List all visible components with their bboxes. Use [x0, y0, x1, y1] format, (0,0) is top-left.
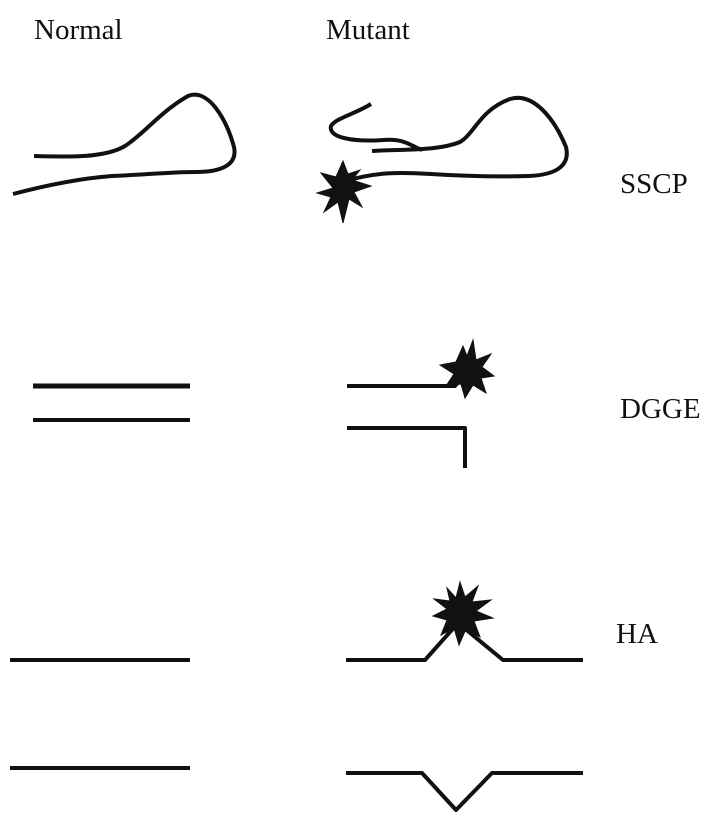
dgge-mutant-duplex	[347, 375, 465, 468]
dgge-normal-duplex	[33, 386, 190, 420]
dgge-mutation-burst	[440, 340, 494, 398]
ha-mutation-burst	[433, 582, 493, 645]
sscp-normal-strand	[13, 95, 235, 194]
ha-mutant-lower-strand	[346, 773, 583, 810]
sscp-mutation-burst	[317, 161, 371, 223]
sscp-mutant-strand	[331, 98, 567, 181]
